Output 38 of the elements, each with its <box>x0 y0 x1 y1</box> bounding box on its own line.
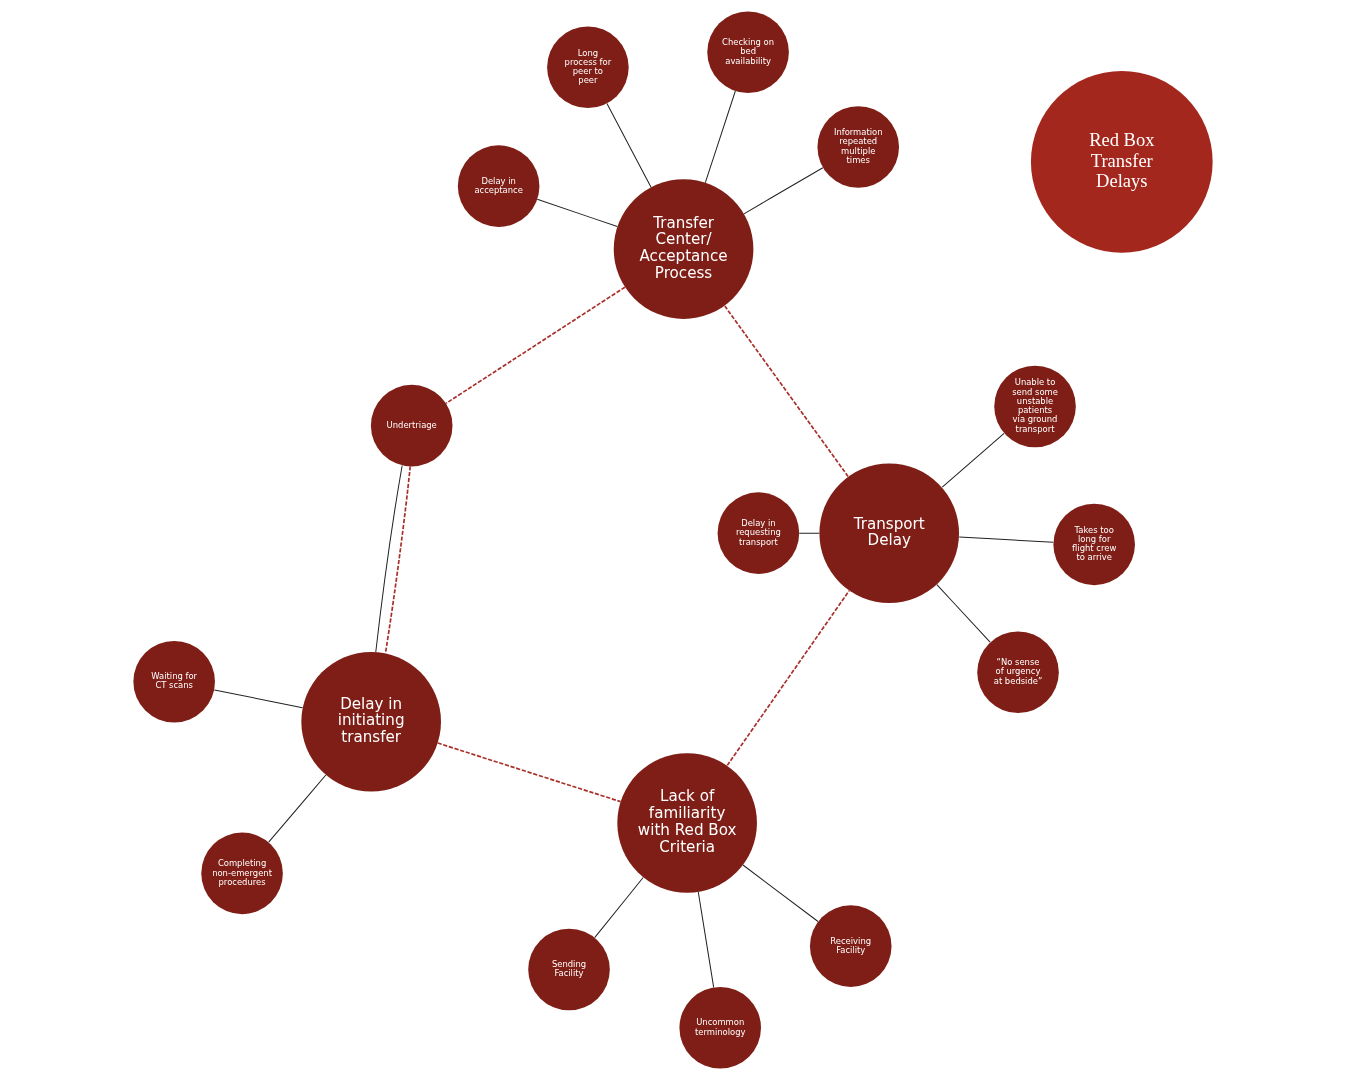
node-circle: Transport Delay <box>819 463 960 604</box>
node-circle: Checking on bed availability <box>707 11 789 93</box>
node-circle: Long process for peer to peer <box>547 26 629 109</box>
node-circle: Undertriage <box>370 384 453 467</box>
node-circle: Delay in requesting transport <box>717 492 800 574</box>
connector <box>536 198 618 228</box>
connector <box>384 465 412 655</box>
connector <box>213 689 304 709</box>
connector <box>594 877 644 939</box>
node-circle: Transfer Center/ Acceptance Process <box>613 179 754 319</box>
node-circle: Uncommon terminology <box>679 987 761 1069</box>
connector <box>375 465 403 653</box>
connector <box>606 102 652 188</box>
connector <box>268 774 327 843</box>
node-circle: “No sense of urgency at bedside” <box>977 631 1059 714</box>
node-circle: Receiving Facility <box>809 905 892 987</box>
connector <box>723 304 849 478</box>
connector <box>742 864 819 922</box>
node-circle: Red Box Transfer Delays <box>1030 70 1213 253</box>
connector <box>798 532 820 534</box>
connector <box>958 536 1054 543</box>
node-circle: Delay in acceptance <box>457 145 540 227</box>
node-circle: Takes too long for flight crew to arrive <box>1053 503 1135 586</box>
node-circle: Lack of familiarity with Red Box Criteria <box>617 753 757 893</box>
node-circle: Sending Facility <box>528 928 610 1011</box>
connector <box>445 286 626 405</box>
node-circle: Unable to send some unstable patients via ground transport <box>994 365 1076 448</box>
connector <box>941 432 1005 488</box>
node-circle: Completing non-emergent procedures <box>201 832 283 915</box>
connector <box>704 90 736 184</box>
connector <box>697 891 715 988</box>
connector <box>726 589 850 767</box>
node-circle: Waiting for CT scans <box>133 640 215 723</box>
connector <box>743 167 824 215</box>
connector <box>436 742 622 803</box>
node-circle: Information repeated multiple times <box>817 106 900 188</box>
node-circle: Delay in initiating transfer <box>301 651 441 792</box>
connector <box>936 584 991 643</box>
